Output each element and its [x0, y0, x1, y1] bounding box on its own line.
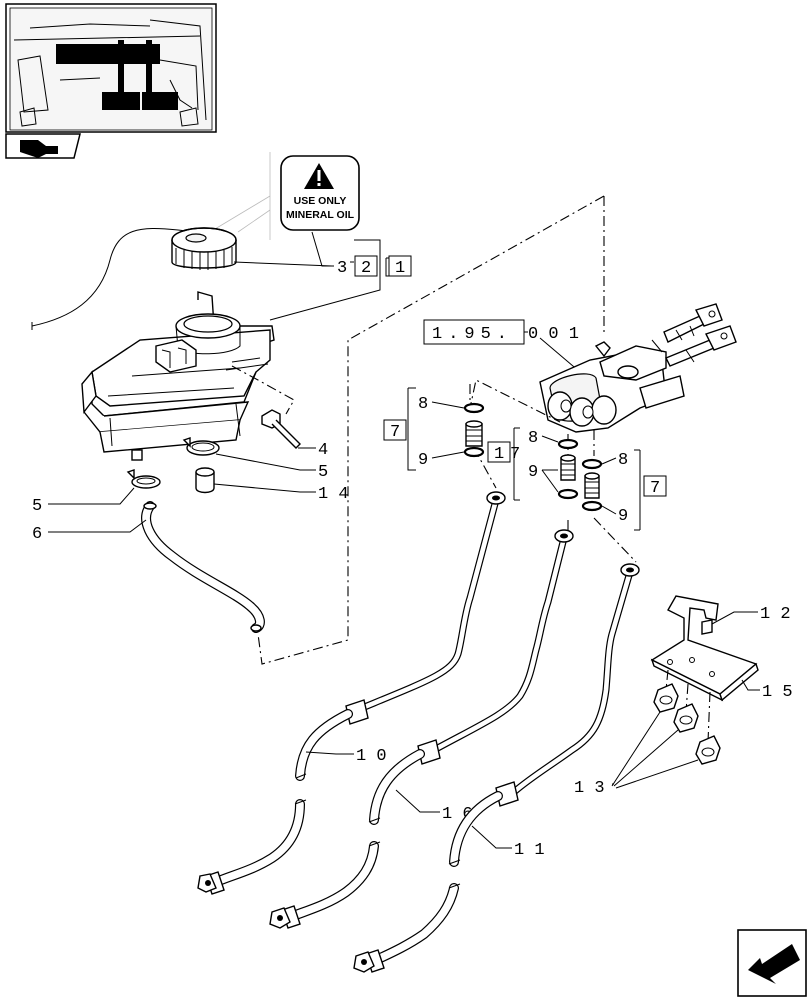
navigation-tab[interactable] [5, 133, 81, 159]
callout-2: 2 [361, 259, 371, 278]
callout-1: 1 [395, 259, 405, 278]
callout-12: 1 2 [760, 605, 791, 624]
reservoir-mount-dashline [231, 365, 295, 415]
callout-7-left: 7 [390, 423, 400, 442]
callout-15: 1 5 [762, 683, 793, 702]
callout-10: 1 0 [356, 747, 387, 766]
callout-9-left: 9 [418, 451, 428, 470]
callout-8-middle: 8 [528, 429, 538, 448]
callout-4: 4 [318, 441, 328, 460]
brake-pipe-16[interactable] [269, 529, 574, 929]
warning-decal: USE ONLY MINERAL OIL [280, 155, 360, 231]
seal-washer[interactable] [581, 500, 603, 512]
assembly-dashline [257, 195, 605, 665]
seal-washer[interactable] [581, 458, 603, 470]
seal-washer[interactable] [557, 488, 579, 500]
hose-clamp-upper[interactable] [182, 437, 220, 456]
callout-9-right: 9 [618, 507, 628, 526]
seal-washer[interactable] [557, 438, 579, 450]
arrow-down-left-icon [748, 944, 800, 984]
inset-thumbnail[interactable] [5, 3, 217, 133]
callout-6: 6 [32, 525, 42, 544]
seal-washer[interactable] [463, 446, 485, 458]
pipe-dashline-right [593, 517, 637, 563]
callout-5-upper: 5 [318, 463, 328, 482]
fitting-group-right[interactable] [581, 458, 603, 512]
bracket-screw[interactable] [701, 619, 713, 635]
callout-14: 1 4 [318, 485, 349, 504]
warning-line-2: MINERAL OIL [286, 209, 355, 221]
hose-clamp-lower[interactable] [126, 469, 161, 489]
callout-8-right: 8 [618, 451, 628, 470]
master-cylinder[interactable] [539, 303, 737, 433]
brake-pipe-11[interactable] [353, 563, 640, 973]
callout-3: 3 [337, 259, 347, 278]
next-page-button[interactable] [737, 929, 807, 997]
callout-5-lower: 5 [32, 497, 42, 516]
seal-washer[interactable] [463, 402, 485, 414]
rubber-sleeve[interactable] [195, 467, 215, 494]
bolt[interactable] [261, 409, 301, 449]
reference-code[interactable]: 1.95. 0 0 1 [423, 319, 581, 373]
reservoir-cap[interactable] [31, 227, 237, 330]
drain-hose[interactable] [141, 501, 265, 633]
callout-11: 1 1 [514, 841, 545, 860]
pipe-bracket[interactable] [650, 595, 759, 702]
pipe-clips[interactable] [653, 669, 721, 765]
callout-9-middle: 9 [528, 463, 538, 482]
callout-7-right: 7 [650, 479, 660, 498]
reference-prefix: 1.95. [432, 325, 513, 344]
fitting-group-middle[interactable] [557, 438, 579, 500]
fitting-group-left[interactable] [463, 402, 485, 458]
callout-13: 1 3 [574, 779, 605, 798]
fluid-reservoir[interactable] [81, 291, 275, 461]
reference-suffix: 0 0 1 [528, 325, 579, 344]
callout-8-left: 8 [418, 395, 428, 414]
callout-17-left-digit: 1 [494, 445, 504, 464]
warning-line-1: USE ONLY [294, 195, 347, 207]
callout-17-right-digit: 7 [510, 445, 520, 464]
brake-pipe-10[interactable] [197, 491, 506, 895]
